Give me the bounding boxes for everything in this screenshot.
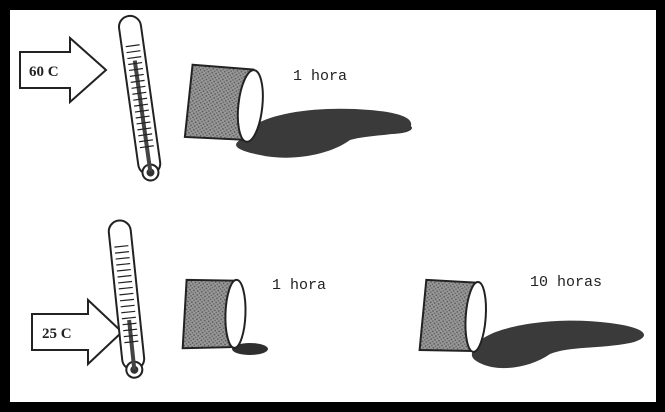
scenario-room: 25 C — [32, 219, 644, 378]
temperature-label-room: 25 C — [42, 326, 72, 342]
puddle-large — [472, 321, 644, 368]
spilled-can-room-10horas: 10 horas — [412, 270, 644, 368]
thermometer-hot-icon — [118, 14, 163, 181]
time-label-hot: 1 hora — [293, 68, 347, 85]
temperature-arrow-hot: 60 C — [20, 38, 106, 102]
time-label-room-1: 1 hora — [272, 277, 326, 294]
thermometer-room-icon — [108, 219, 146, 378]
spilled-can-hot-1hora: 1 hora — [175, 54, 412, 158]
time-label-room-10: 10 horas — [530, 274, 602, 291]
temperature-label-hot: 60 C — [29, 64, 59, 80]
scenario-hot: 60 C — [20, 14, 412, 181]
temperature-arrow-room: 25 C — [32, 300, 122, 364]
puddle — [236, 109, 411, 158]
figure-panel: 60 C — [10, 10, 656, 402]
flow-diagram: 60 C — [10, 10, 656, 402]
spilled-can-room-1hora: 1 hora — [175, 270, 326, 359]
